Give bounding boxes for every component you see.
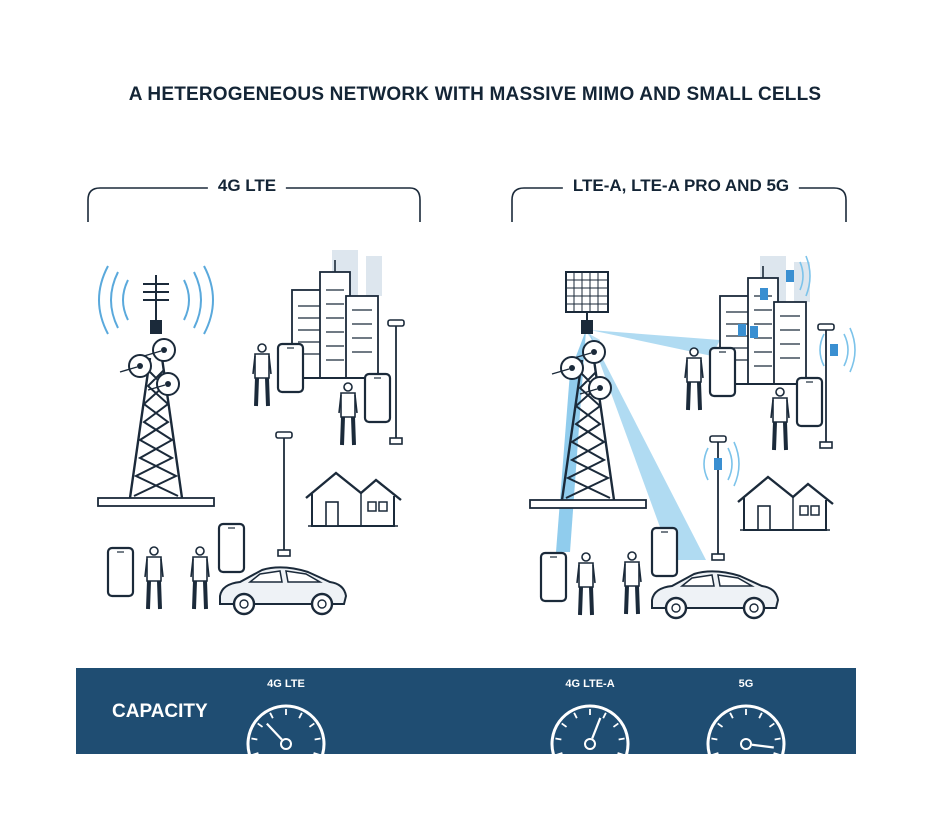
gauge-label-5g: 5G xyxy=(738,678,754,690)
gauge-tick xyxy=(561,722,568,728)
person-icon xyxy=(337,381,359,447)
gauge-tick xyxy=(618,737,625,741)
gauge-tick xyxy=(298,712,303,719)
gauge-tick xyxy=(252,752,259,754)
cell-tower-icon xyxy=(96,265,216,508)
gauge-arc xyxy=(246,704,326,754)
capacity-gauges xyxy=(246,704,786,754)
small-cell-icon xyxy=(703,441,740,487)
speedometer-icon xyxy=(246,704,326,754)
smartphone-icon xyxy=(795,376,824,428)
gauge-arc xyxy=(550,704,630,754)
person-icon xyxy=(621,550,643,616)
gauge-tick xyxy=(314,737,321,741)
house-icon xyxy=(736,475,835,532)
smartphone-icon xyxy=(276,342,305,394)
car-icon xyxy=(650,570,780,620)
gauge-hub xyxy=(584,738,596,750)
person-icon xyxy=(251,342,273,408)
section-label-5g: LTE-A, LTE-A PRO AND 5G xyxy=(562,176,800,196)
smartphone-icon xyxy=(363,372,392,424)
gauge-tick xyxy=(251,737,258,741)
gauge-tick xyxy=(712,752,719,754)
person-icon xyxy=(189,545,211,611)
smartphone-icon xyxy=(650,526,679,578)
gauge-tick xyxy=(612,722,619,728)
speedometer-icon xyxy=(706,704,786,754)
gauge-label-4g-lte: 4G LTE xyxy=(267,678,305,690)
smartphone-icon xyxy=(217,522,246,574)
person-icon xyxy=(683,346,705,412)
gauge-tick xyxy=(768,722,775,728)
gauge-tick xyxy=(269,712,274,719)
gauge-needle xyxy=(591,717,602,739)
capacity-bar: CAPACITY 4G LTE 4G LTE-A 5G xyxy=(76,668,856,754)
gauge-tick xyxy=(556,752,563,754)
person-icon xyxy=(143,545,165,611)
gauge-tick xyxy=(308,722,315,728)
person-icon xyxy=(769,386,791,452)
gauge-hub xyxy=(740,738,752,750)
gauge-tick xyxy=(711,737,718,741)
smartphone-icon xyxy=(539,551,568,603)
gauge-tick xyxy=(555,737,562,741)
gauge-tick xyxy=(602,712,607,719)
speedometer-icon xyxy=(550,704,630,754)
car-icon xyxy=(218,566,348,616)
gauge-label-4g-lte-a: 4G LTE-A xyxy=(565,678,615,690)
gauge-tick xyxy=(257,722,264,728)
gauge-hub xyxy=(280,738,292,750)
gauge-tick xyxy=(573,712,578,719)
gauge-tick xyxy=(758,712,763,719)
massive-mimo-antenna-icon xyxy=(528,271,648,510)
person-icon xyxy=(575,551,597,617)
gauge-needle xyxy=(751,743,774,749)
gauge-tick xyxy=(729,712,734,719)
street-light-icon xyxy=(275,431,293,557)
gauge-needle xyxy=(266,722,283,741)
gauge-arc xyxy=(706,704,786,754)
street-light-icon xyxy=(709,435,727,561)
gauge-tick xyxy=(717,722,724,728)
section-label-4g-lte: 4G LTE xyxy=(207,176,287,196)
gauge-tick xyxy=(773,752,780,754)
smartphone-icon xyxy=(106,546,135,598)
capacity-label: CAPACITY xyxy=(112,701,208,722)
gauge-tick xyxy=(774,737,781,741)
page-title: A HETEROGENEOUS NETWORK WITH MASSIVE MIM… xyxy=(128,84,822,105)
small-cell-icon xyxy=(819,327,856,373)
gauge-tick xyxy=(313,752,320,754)
small-cell-icon xyxy=(738,255,811,338)
gauge-tick xyxy=(617,752,624,754)
smartphone-icon xyxy=(708,346,737,398)
house-icon xyxy=(304,471,403,528)
